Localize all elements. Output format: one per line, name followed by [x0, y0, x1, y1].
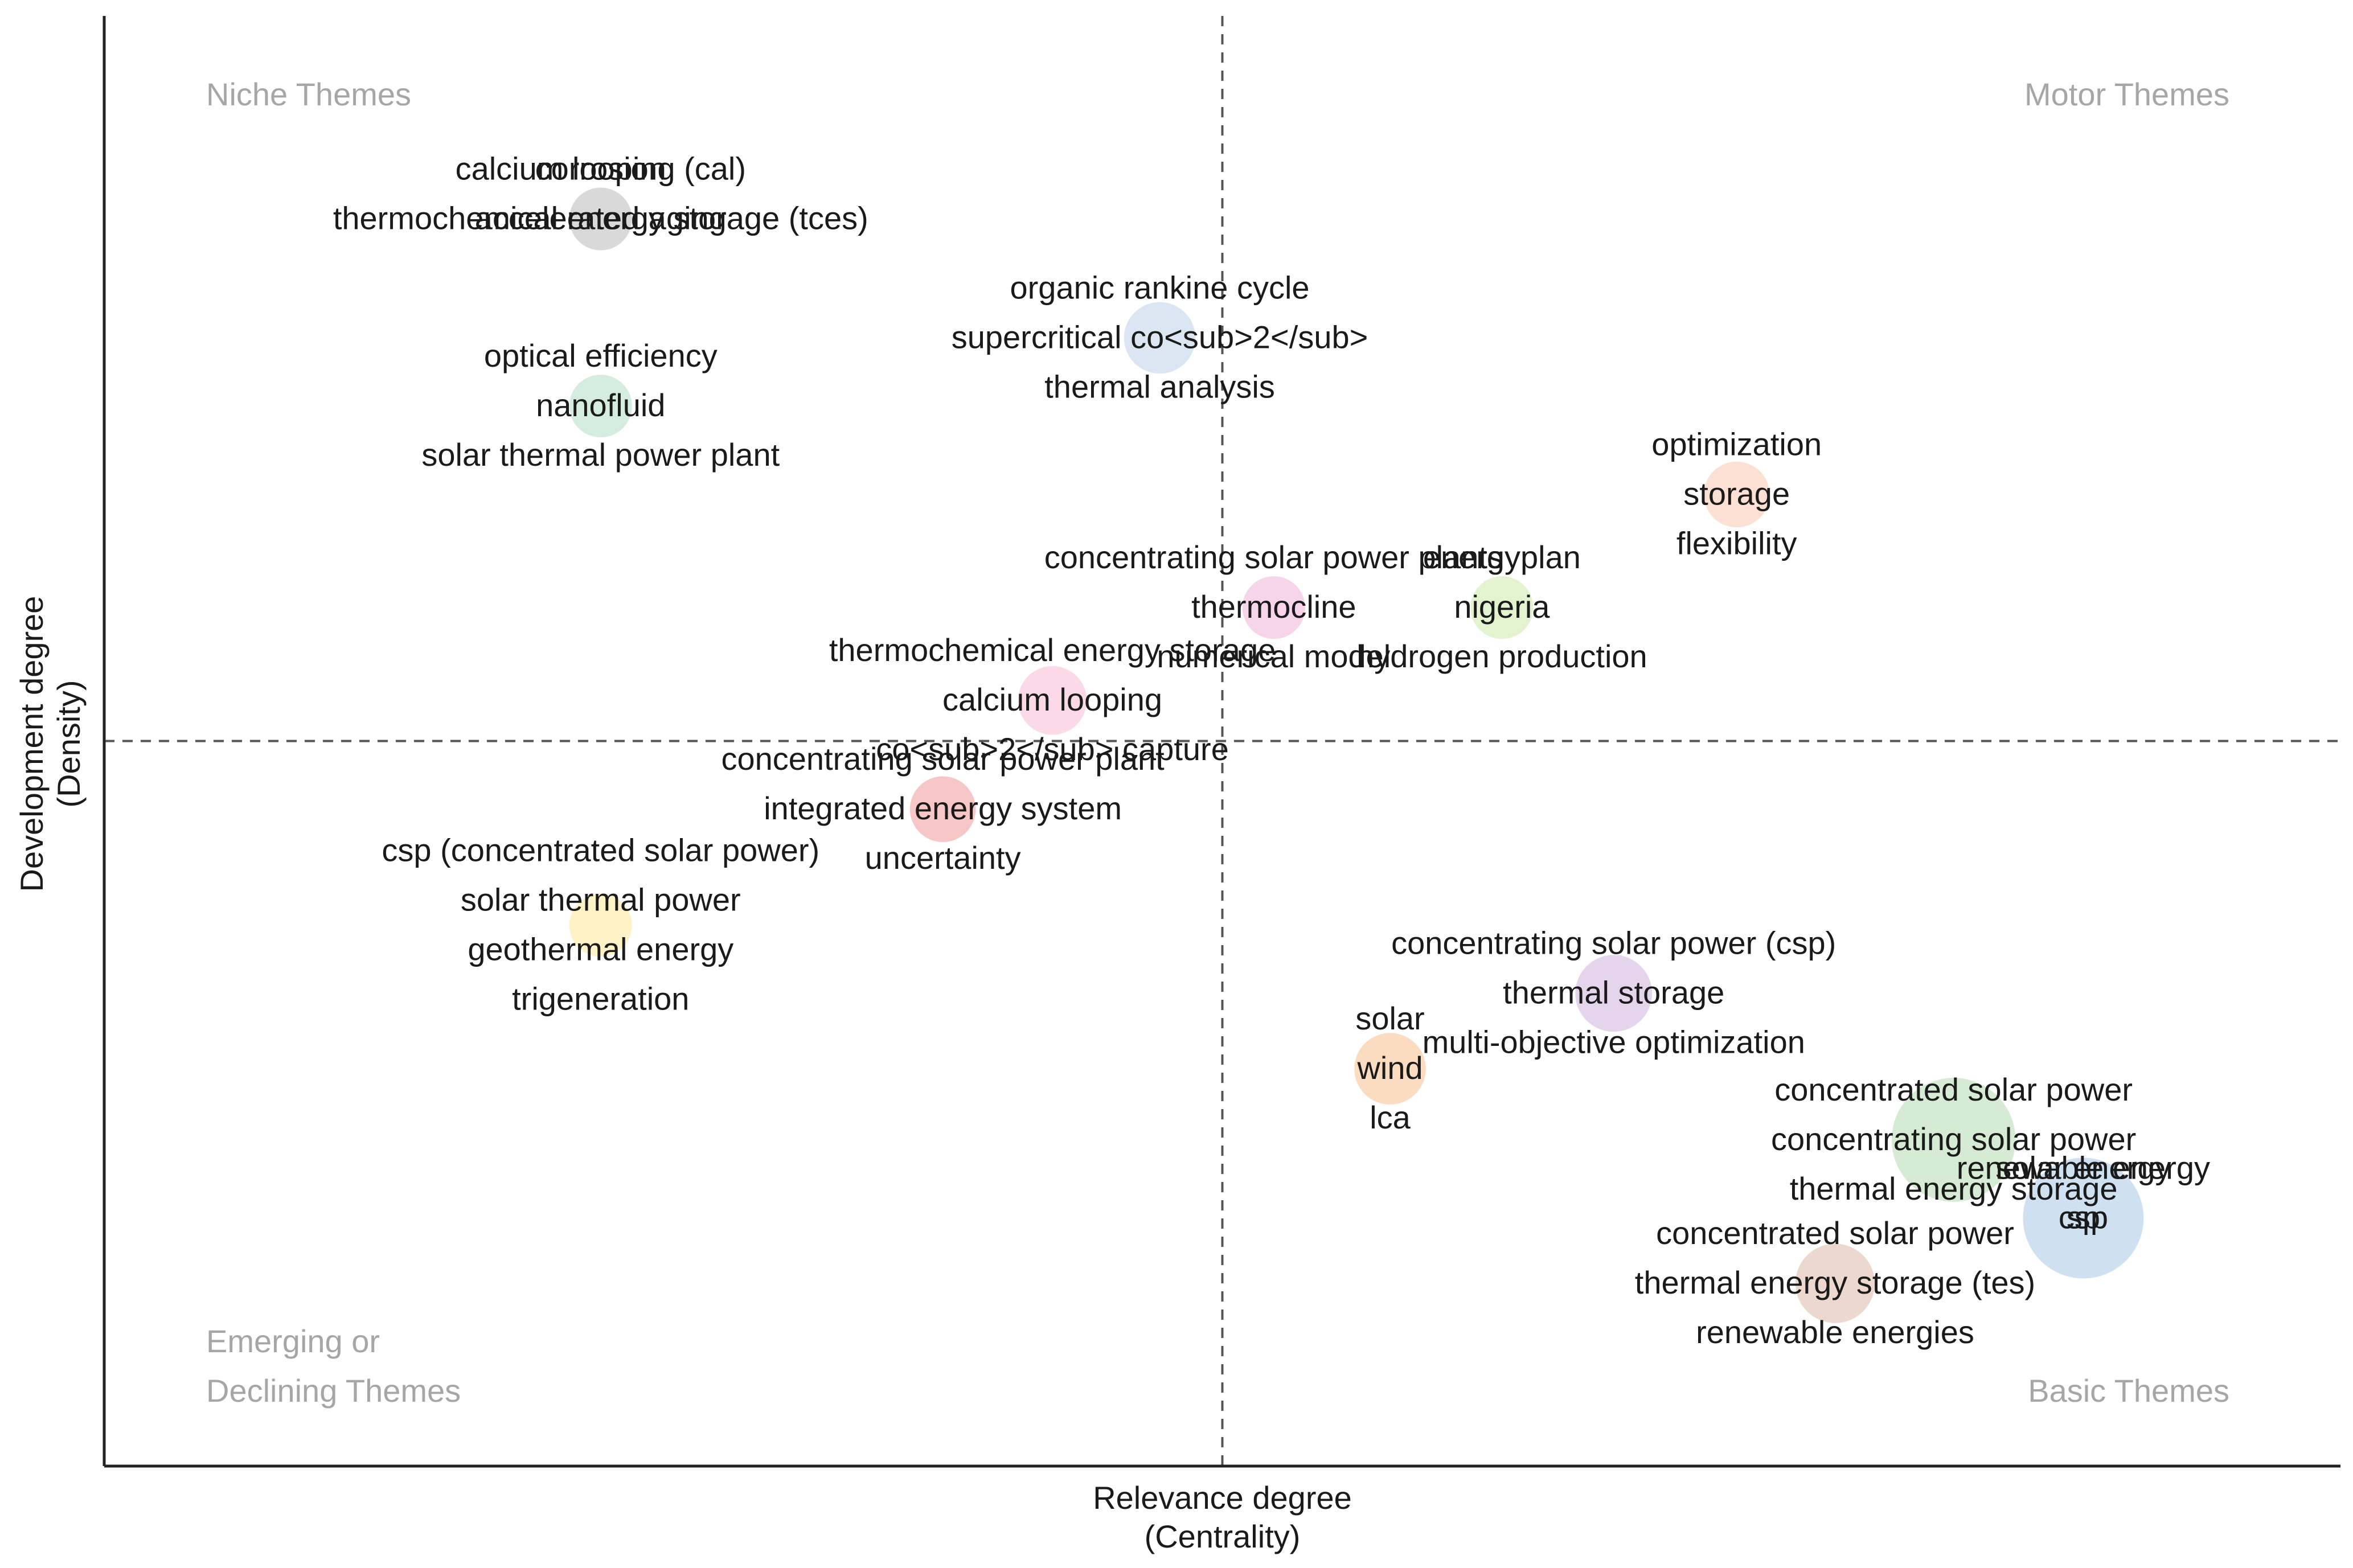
cluster-label: thermochemical energy storage — [829, 632, 1276, 668]
cluster-bubble — [1703, 461, 1770, 528]
cluster-label: uncertainty — [865, 840, 1021, 876]
cluster-label: solar thermal power — [461, 881, 741, 917]
cluster-label: calcium looping — [942, 682, 1162, 717]
y-axis-title: Development degree — [14, 596, 50, 892]
cluster-label: corrosion — [535, 151, 666, 187]
axes: Relevance degree (Centrality) Developmen… — [14, 16, 2340, 1554]
y-axis-subtitle: (Density) — [51, 680, 87, 807]
cluster-label: csp — [2059, 1199, 2108, 1235]
cluster-label: solar — [1355, 1000, 1424, 1036]
cluster-label: integrated energy system — [764, 790, 1122, 826]
x-axis-title: Relevance degree — [1093, 1480, 1352, 1516]
cluster-label: thermal analysis — [1044, 368, 1275, 404]
cluster-bubble — [1891, 1078, 2016, 1202]
cluster-label: concentrating solar power plants — [1044, 539, 1503, 575]
cluster-label: csp (concentrated solar power) — [382, 832, 819, 868]
cluster-label: geothermal energy — [468, 931, 733, 967]
cluster-label: wind — [1356, 1050, 1423, 1086]
cluster-bubble — [1470, 576, 1534, 639]
cluster-bubble — [569, 893, 632, 957]
cluster-label: numerical model — [1157, 638, 1391, 674]
cluster-label: hydrogen production — [1356, 638, 1647, 674]
reference-lines — [104, 16, 2340, 1466]
cluster-label: calcium looping (cal) — [456, 151, 746, 187]
cluster-label: renewable energies — [1696, 1314, 1974, 1350]
cluster-label: storage — [1683, 476, 1790, 512]
cluster-label: solar thermal power plant — [421, 437, 780, 473]
cluster-label: co<sub>2</sub> capture — [876, 731, 1229, 767]
cluster-label: solar energy — [1995, 1150, 2171, 1185]
cluster-label: nigeria — [1454, 589, 1550, 625]
cluster-label: organic rankine cycle — [1010, 269, 1310, 305]
bubbles-layer — [569, 187, 2144, 1323]
cluster-bubble — [1242, 576, 1305, 639]
cluster-bubble — [1018, 666, 1087, 735]
cluster-label: thermal storage — [1503, 975, 1724, 1011]
cluster-label: optical efficiency — [484, 338, 718, 373]
quadrant-label-basic: Basic Themes — [2028, 1373, 2229, 1409]
cluster-label: thermocline — [1191, 589, 1356, 625]
cluster-label: energyplan — [1423, 539, 1581, 575]
cluster-bubble — [1354, 1033, 1426, 1105]
cluster-label: concentrated solar power — [1656, 1215, 2014, 1251]
cluster-bubble — [569, 187, 632, 251]
cluster-bubble — [2023, 1157, 2144, 1279]
cluster-label: accelerated aging — [475, 200, 727, 236]
cluster-bubble — [1795, 1243, 1875, 1323]
quadrant-label-emerging: Emerging or — [206, 1323, 380, 1359]
cluster-label: supercritical co<sub>2</sub> — [952, 319, 1368, 355]
cluster-label: thermochemical energy storage (tces) — [333, 200, 868, 236]
cluster-label: lca — [1370, 1099, 1411, 1135]
quadrant-label-emerging: Declining Themes — [206, 1373, 461, 1409]
quadrant-label-motor: Motor Themes — [2024, 76, 2229, 112]
cluster-bubble — [909, 776, 976, 842]
cluster-label: concentrated solar power — [1774, 1072, 2133, 1107]
cluster-label: multi-objective optimization — [1423, 1024, 1805, 1060]
x-axis-subtitle: (Centrality) — [1145, 1518, 1301, 1554]
cluster-label: concentrating solar power (csp) — [1391, 925, 1836, 961]
cluster-label: concentrating solar power — [1771, 1121, 2136, 1157]
cluster-bubble — [1575, 955, 1653, 1032]
quadrant-label-niche: Niche Themes — [206, 76, 411, 112]
cluster-label: renewable energy — [1957, 1150, 2210, 1185]
cluster-label: trigeneration — [512, 980, 689, 1016]
cluster-label: thermal energy storage (tes) — [1635, 1265, 2035, 1300]
cluster-bubble — [1124, 302, 1196, 374]
cluster-label: flexibility — [1676, 526, 1797, 561]
cluster-label: sp — [2067, 1199, 2100, 1235]
cluster-label: optimization — [1651, 426, 1822, 462]
cluster-label: nanofluid — [536, 387, 665, 423]
cluster-label: concentrating solar power plant — [722, 741, 1165, 777]
cluster-label: thermal energy storage — [1790, 1171, 2118, 1206]
cluster-bubble — [569, 375, 632, 438]
labels-layer: calcium looping (cal)corrosion accelerate… — [333, 151, 2210, 1350]
